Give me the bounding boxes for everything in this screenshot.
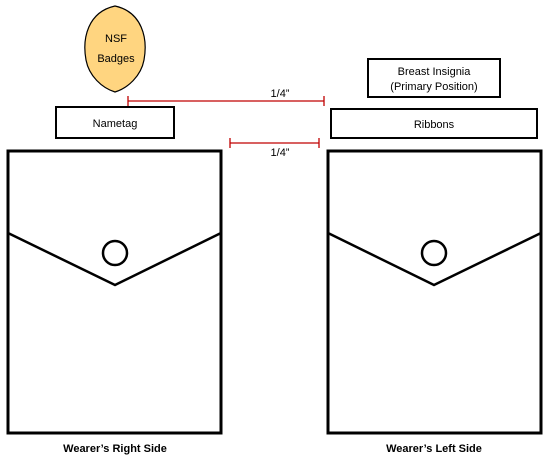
right-pocket-flap [7, 231, 222, 287]
nsf-badge-shape [84, 5, 146, 93]
nametag-group: Nametag [55, 106, 175, 139]
nametag-box [55, 106, 175, 139]
breast-insignia-line2: (Primary Position) [390, 81, 477, 93]
nsf-badge-line1: NSF [105, 33, 127, 45]
ribbons-box [330, 108, 538, 139]
nametag-label: Nametag [93, 118, 138, 130]
right-pocket-outline [6, 149, 223, 435]
right-pocket-button [101, 239, 129, 267]
nsf-badge: NSF Badges [84, 5, 146, 93]
left-pocket [326, 149, 543, 435]
lower-measurement: 1/4” [229, 138, 320, 159]
ribbons-group: Ribbons [330, 108, 538, 139]
upper-measurement: 1/4” [127, 88, 325, 106]
left-pocket-outline [326, 149, 543, 435]
breast-insignia-line1: Breast Insignia [398, 66, 472, 78]
breast-insignia-box [367, 58, 501, 98]
breast-insignia-group: Breast Insignia (Primary Position) [367, 58, 501, 98]
left-pocket-button [420, 239, 448, 267]
nsf-badge-line2: Badges [97, 53, 135, 65]
ribbons-label: Ribbons [414, 119, 455, 131]
upper-measurement-label: 1/4” [271, 88, 290, 100]
caption-right-side: Wearer’s Right Side [63, 443, 167, 455]
caption-left-side: Wearer’s Left Side [386, 443, 482, 455]
lower-measurement-label: 1/4” [271, 147, 290, 159]
left-pocket-flap [327, 231, 542, 287]
right-pocket [6, 149, 223, 435]
